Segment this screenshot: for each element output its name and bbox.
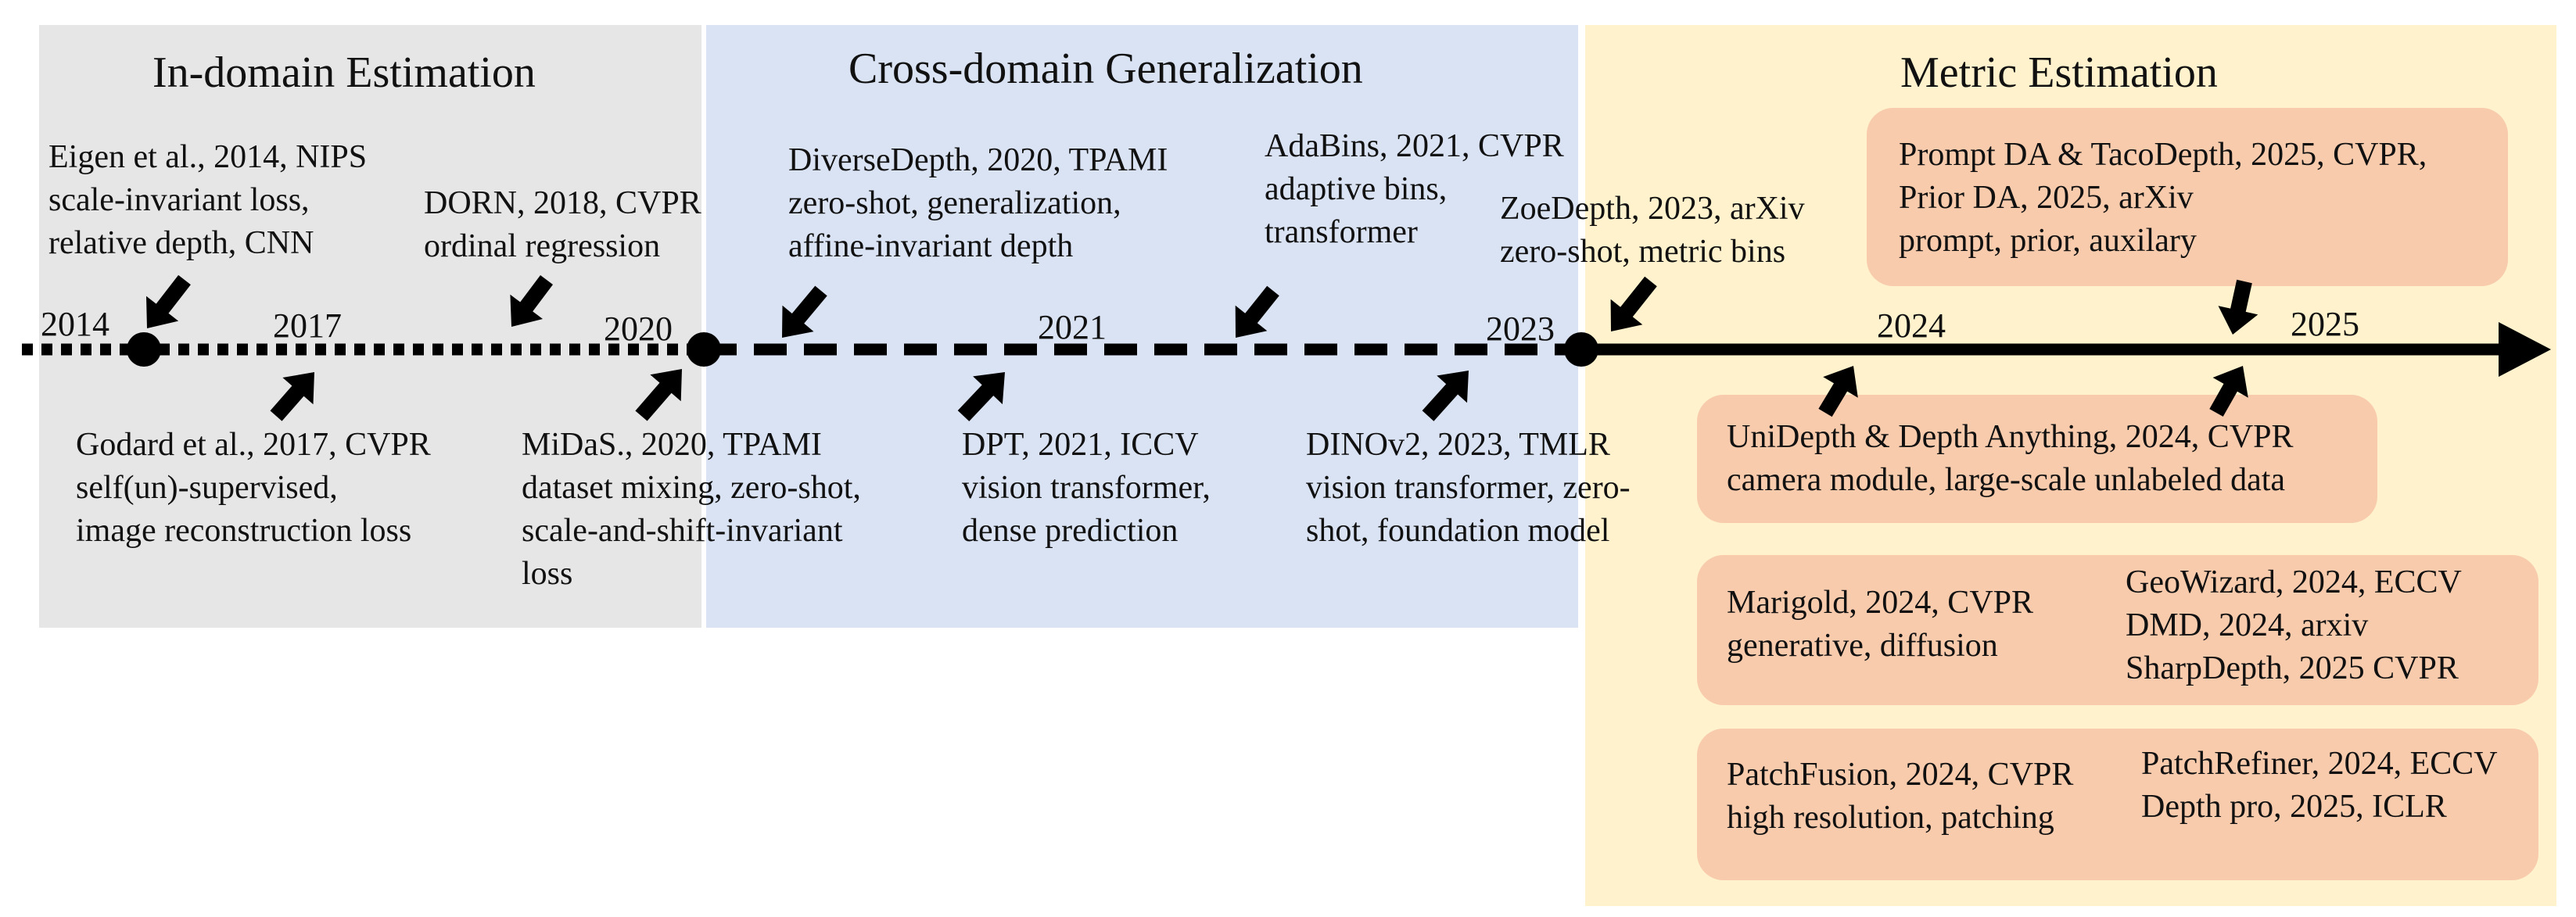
eigen-arrow bbox=[146, 274, 191, 328]
unidepth-box bbox=[1697, 395, 2377, 523]
unidepth-arrow bbox=[1818, 366, 1858, 417]
year-label-2020: 2020 bbox=[604, 310, 673, 348]
cross-domain-title: Cross-domain Generalization bbox=[849, 45, 1363, 93]
year-label-2025: 2025 bbox=[2291, 305, 2359, 343]
timeline-node-2023 bbox=[1564, 332, 1598, 367]
cross-domain-panel bbox=[706, 25, 1578, 628]
prompt-da-arrow bbox=[2218, 279, 2258, 335]
dorn-arrow bbox=[510, 275, 553, 327]
zoedepth-arrow bbox=[1610, 276, 1657, 331]
dpt-arrow bbox=[957, 372, 1005, 421]
in-domain-title: In-domain Estimation bbox=[152, 48, 536, 97]
midas-arrow bbox=[635, 369, 682, 421]
timeline-node-2020 bbox=[687, 332, 721, 367]
year-label-2017: 2017 bbox=[273, 306, 342, 345]
godard-arrow bbox=[270, 372, 314, 421]
depth-anything-arrow bbox=[2209, 366, 2248, 417]
year-label-2023: 2023 bbox=[1486, 310, 1555, 348]
prompt-da-box bbox=[1867, 108, 2508, 286]
diversedepth-arrow bbox=[782, 285, 827, 338]
timeline-arrowhead bbox=[2499, 322, 2551, 377]
timeline-node-2014 bbox=[127, 332, 161, 367]
year-label-2014: 2014 bbox=[41, 305, 109, 343]
patchfusion-box bbox=[1697, 729, 2538, 880]
year-label-2021: 2021 bbox=[1038, 308, 1107, 346]
metric-title: Metric Estimation bbox=[1900, 48, 2218, 97]
adabins-arrow bbox=[1235, 285, 1279, 338]
marigold-box bbox=[1697, 555, 2538, 705]
pointer-arrows bbox=[146, 274, 2258, 421]
year-label-2024: 2024 bbox=[1877, 306, 1946, 345]
prompt-da-label: Prompt DA & TacoDepth, 2025, CVPR,Prior … bbox=[1899, 137, 2427, 259]
dinov2-arrow bbox=[1422, 371, 1469, 421]
